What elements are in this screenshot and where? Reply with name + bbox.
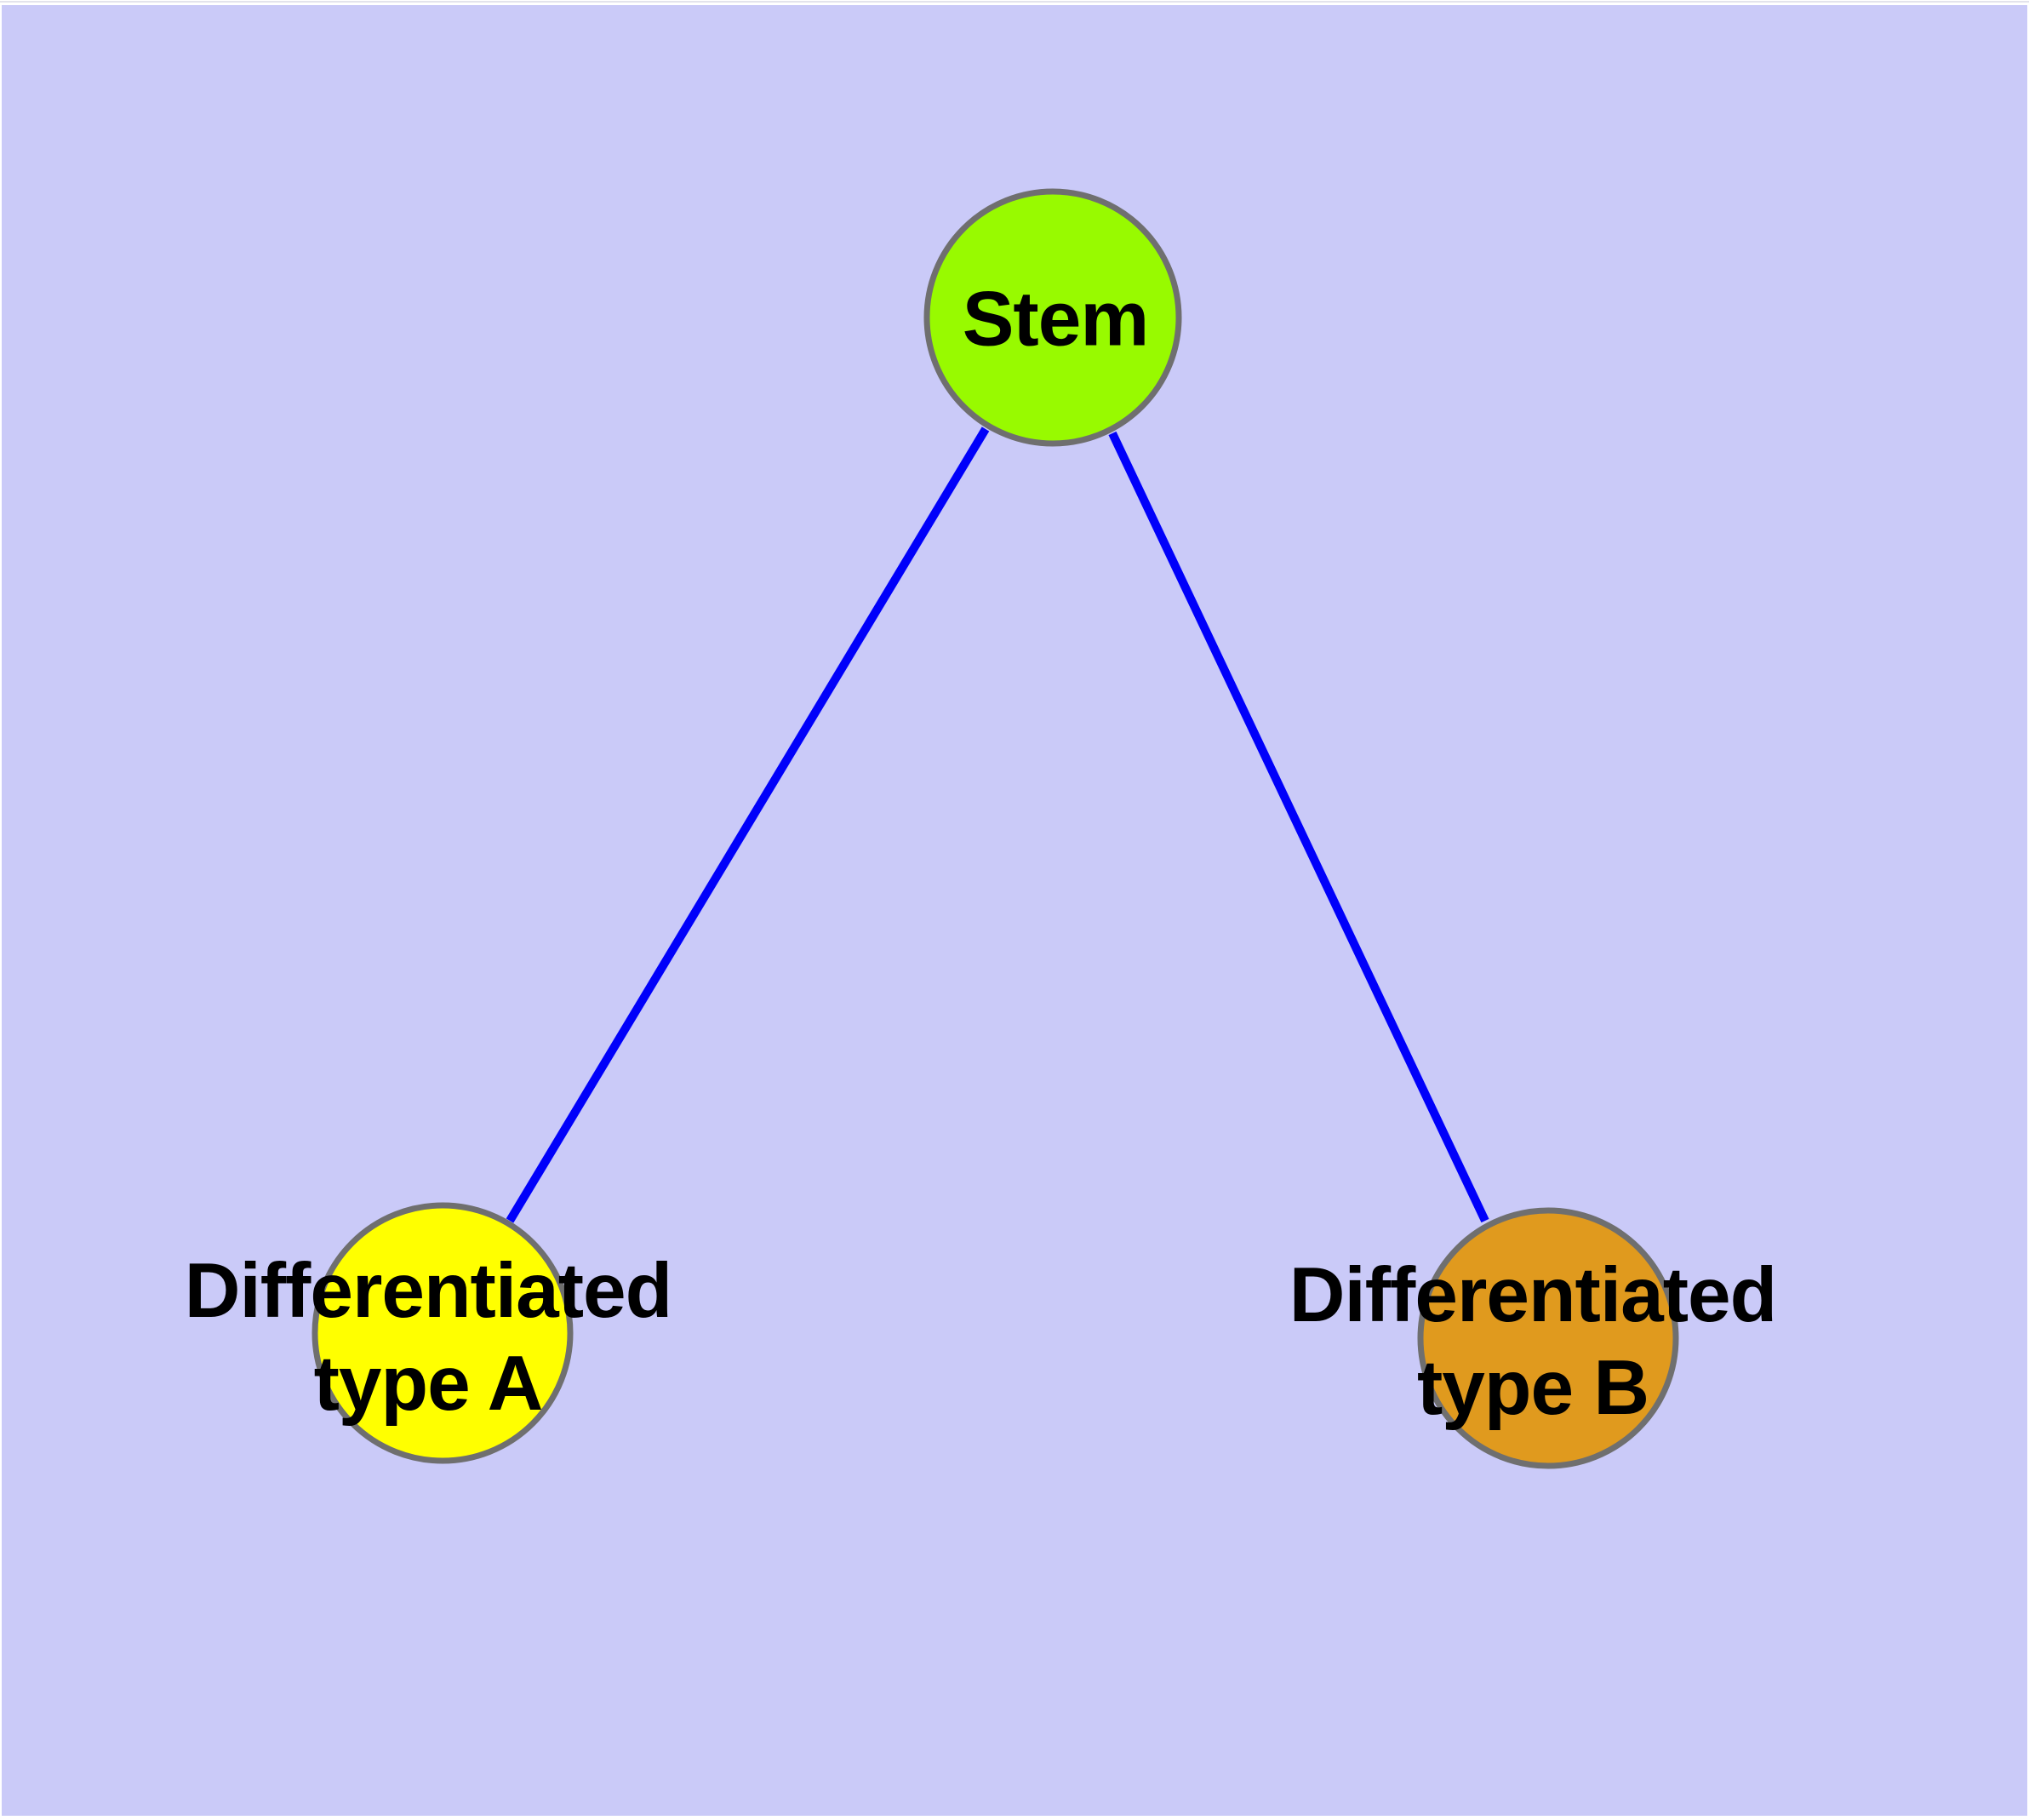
edge-stem-to-type-b (1108, 431, 1489, 1223)
top-hairline (0, 1, 2029, 3)
node-circle-type-a (311, 1202, 574, 1464)
node-circle-stem (923, 188, 1182, 447)
node-circle-type-b (1417, 1207, 1679, 1469)
node-label-line: type B (1416, 1345, 1649, 1431)
node-label-type-b: Differentiated type B (1289, 1249, 1778, 1434)
node-label-type-a: Differentiated type A (184, 1245, 673, 1430)
edge-stem-to-type-a (506, 426, 990, 1223)
node-label-line: Stem (962, 276, 1150, 363)
node-label-line: Differentiated (1289, 1252, 1778, 1338)
node-label-line: Differentiated (184, 1248, 673, 1334)
node-label-line: type A (313, 1341, 544, 1427)
node-label-stem: Stem (962, 273, 1150, 366)
